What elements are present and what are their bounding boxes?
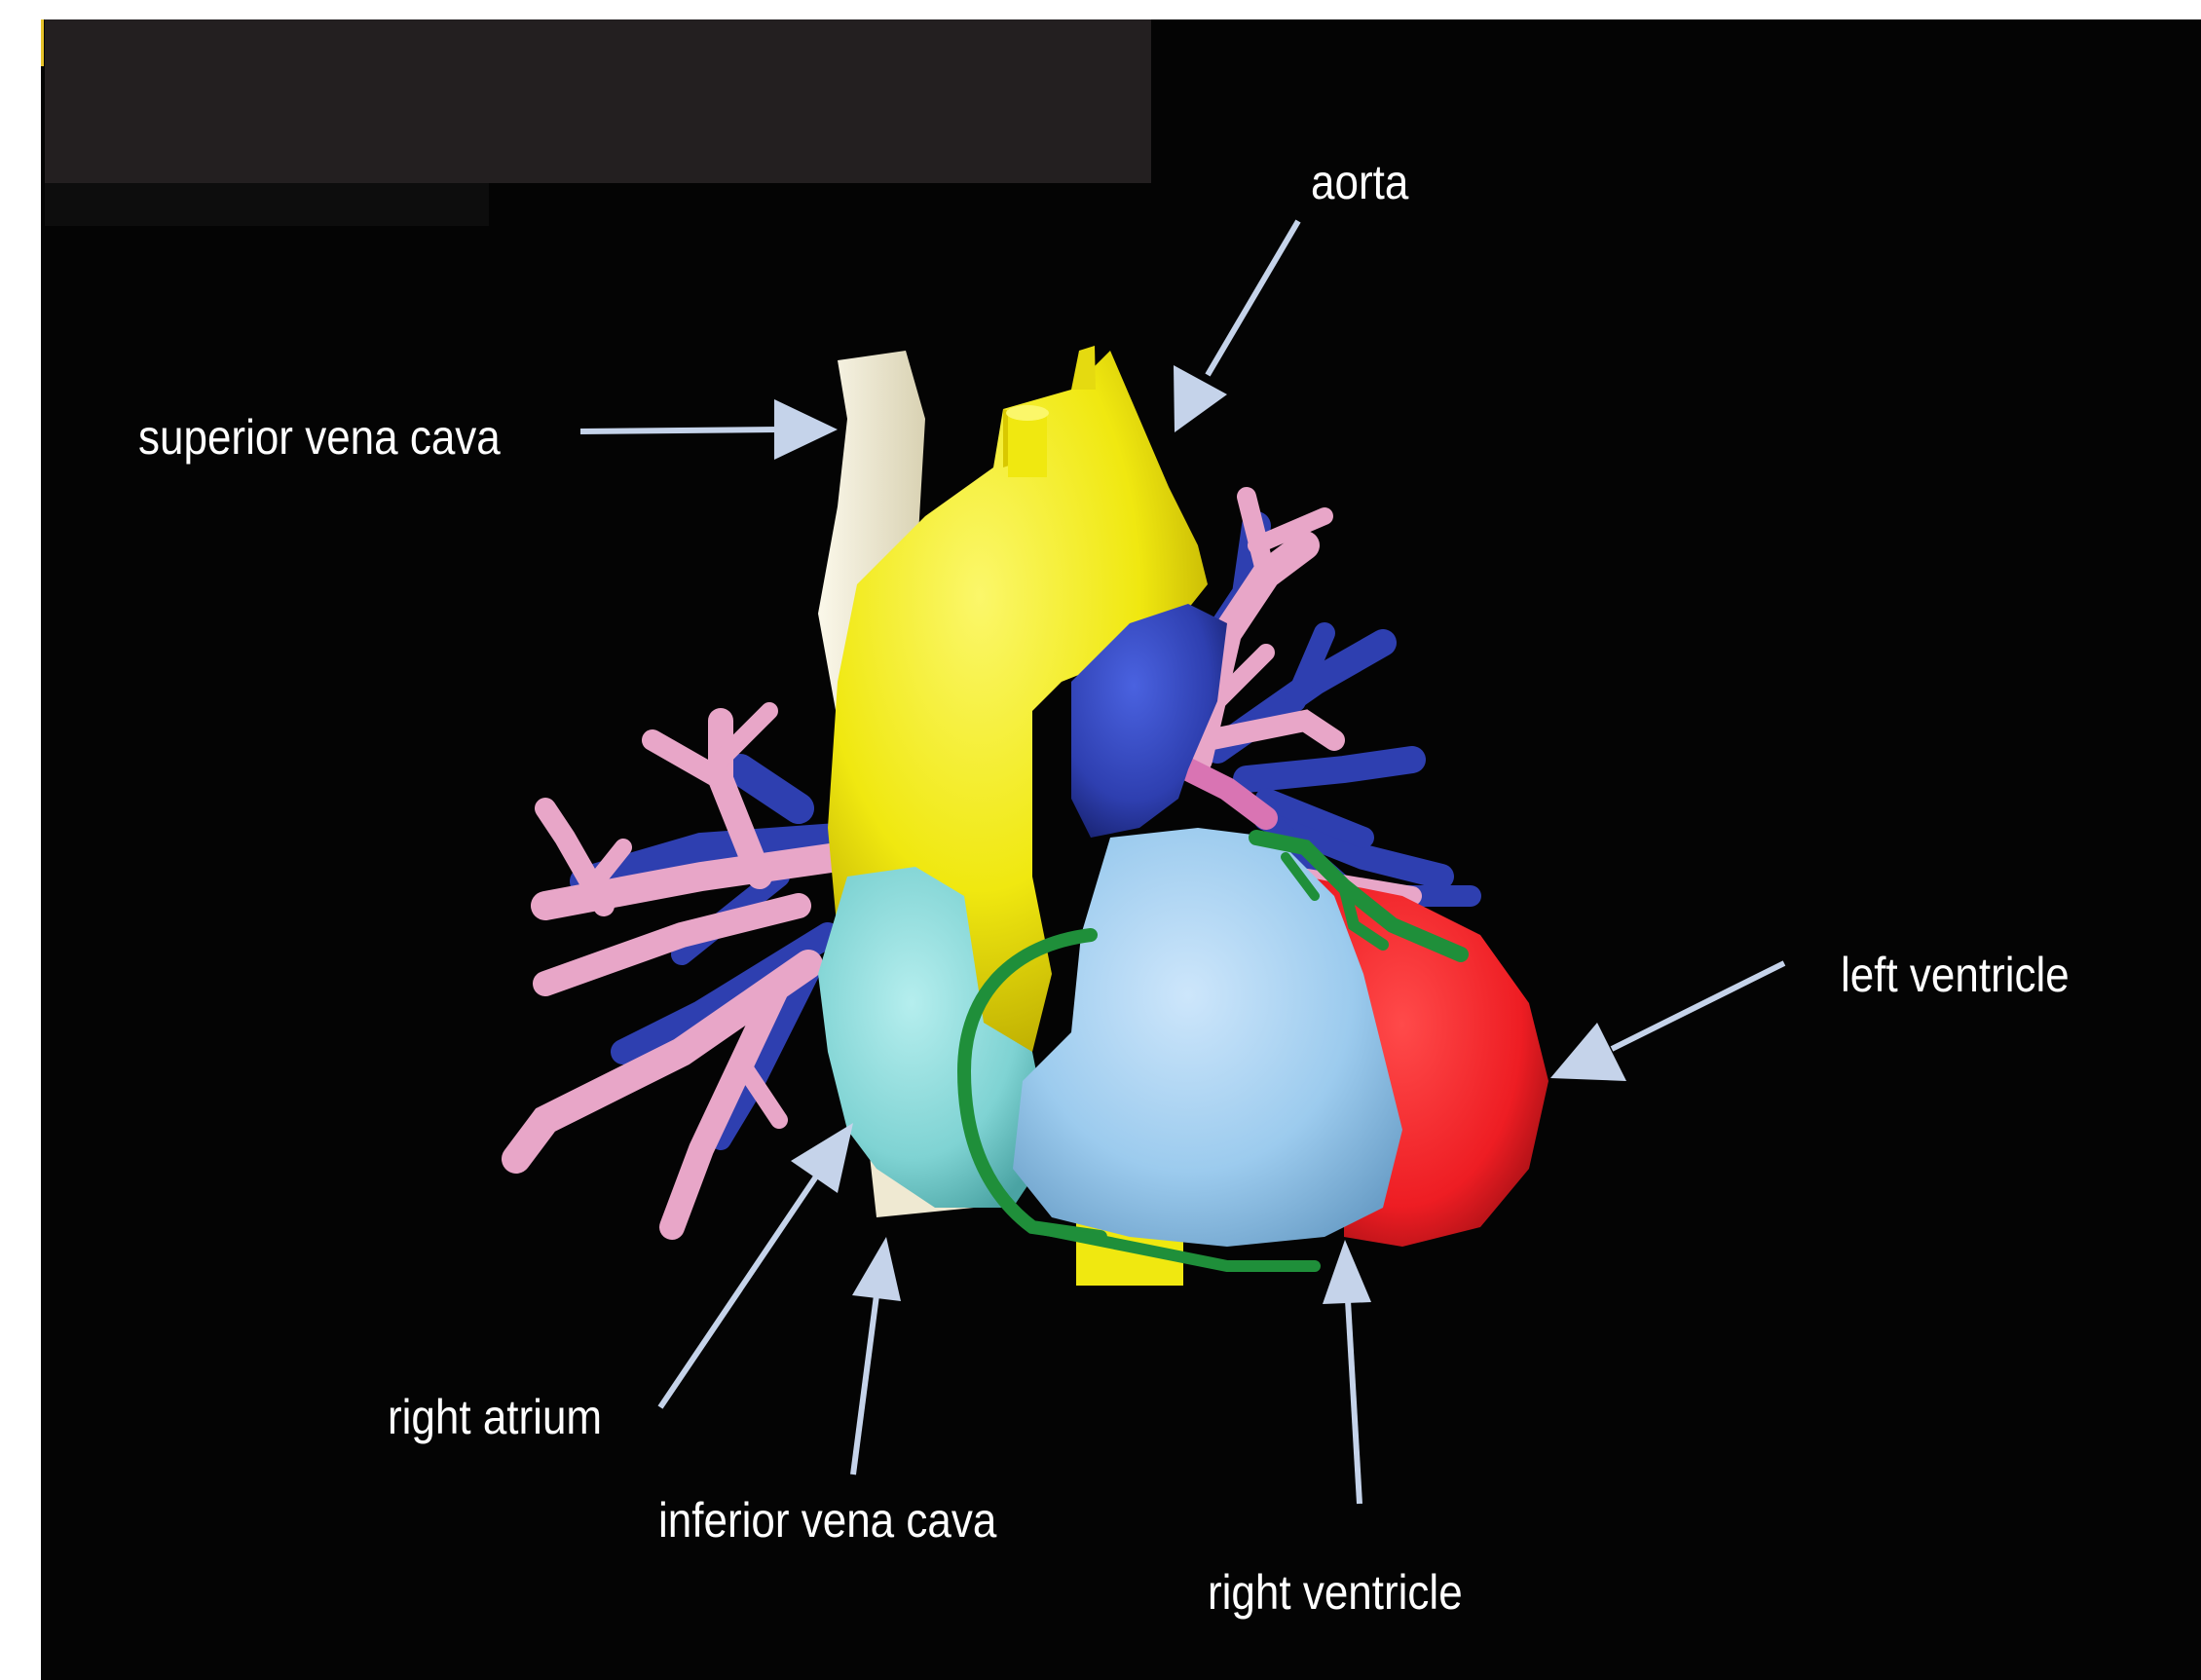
- label-aorta: aorta: [1311, 158, 1408, 206]
- label-inferior-vena-cava: inferior vena cava: [658, 1496, 996, 1545]
- label-right-ventricle: right ventricle: [1208, 1568, 1463, 1617]
- arrow-aorta: [1174, 221, 1298, 432]
- arrow-superior-vena-cava: [580, 399, 838, 460]
- label-superior-vena-cava: superior vena cava: [138, 413, 501, 462]
- label-left-ventricle: left ventricle: [1841, 951, 2070, 999]
- arrow-left-ventricle: [1550, 963, 1784, 1081]
- label-right-atrium: right atrium: [388, 1393, 602, 1441]
- arrow-right-ventricle: [1323, 1240, 1371, 1504]
- arrow-inferior-vena-cava: [852, 1237, 901, 1475]
- right-pulmonary-branches: [516, 711, 838, 1227]
